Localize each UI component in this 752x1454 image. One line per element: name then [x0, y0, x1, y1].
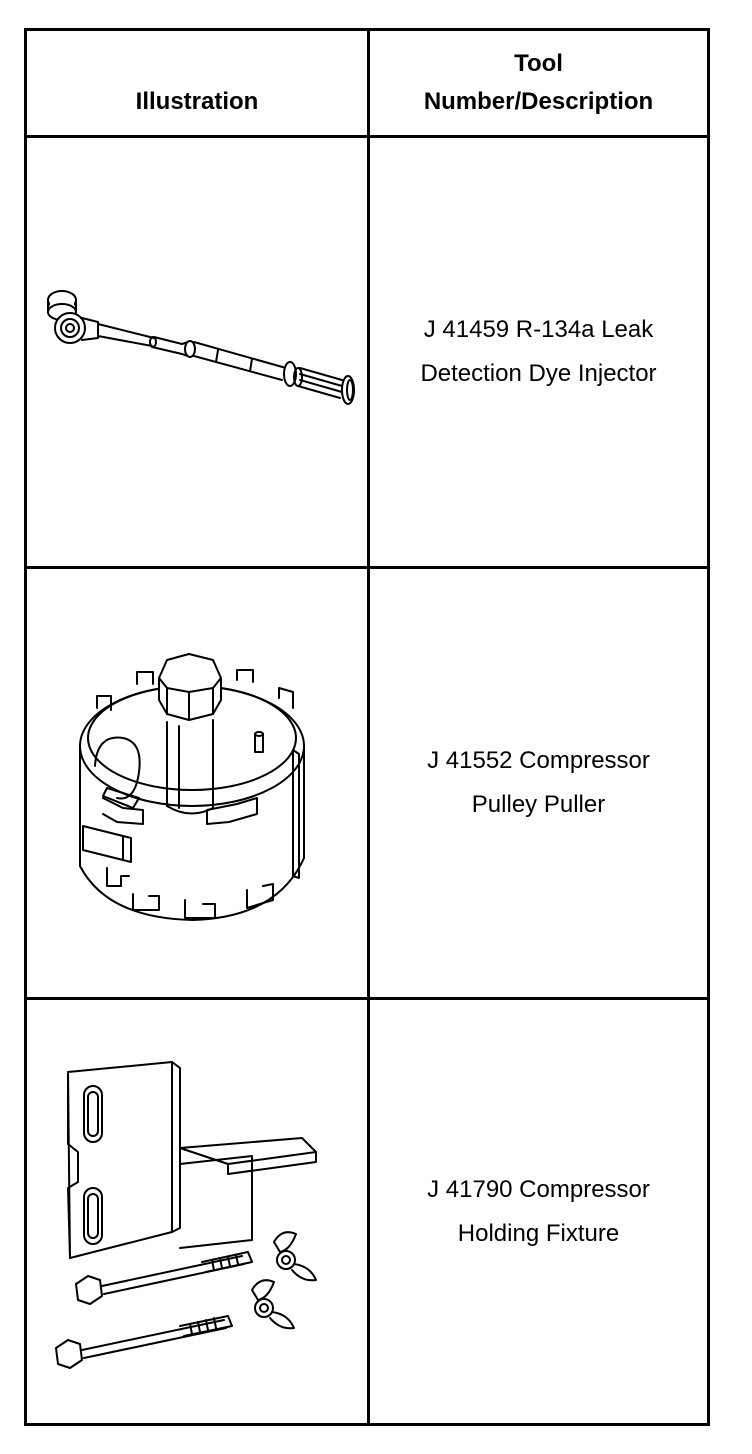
tool-description: J 41790 Compressor Holding Fixture: [427, 1175, 650, 1247]
leak-detection-dye-injector-drawing: [32, 282, 362, 422]
header-cell-tool-number: Tool Number/Description: [370, 31, 707, 135]
special-tools-table: Illustration Tool Number/Description: [24, 28, 710, 1426]
illustration-cell: [27, 569, 370, 997]
table-row: J 41459 R-134a Leak Detection Dye Inject…: [27, 135, 707, 566]
header-tool-number-label: Tool Number/Description: [423, 50, 654, 115]
table-header-row: Illustration Tool Number/Description: [27, 31, 707, 135]
description-cell: J 41790 Compressor Holding Fixture: [370, 1000, 707, 1423]
illustration-cell: [27, 138, 370, 566]
illustration-cell: [27, 1000, 370, 1423]
compressor-holding-fixture-drawing: [52, 1052, 342, 1372]
header-illustration-label: Illustration: [135, 88, 259, 115]
compressor-pulley-puller-drawing: [67, 638, 327, 928]
tool-description: J 41459 R-134a Leak Detection Dye Inject…: [420, 316, 657, 387]
description-cell: J 41552 Compressor Pulley Puller: [370, 569, 707, 997]
table-row: J 41552 Compressor Pulley Puller: [27, 566, 707, 997]
description-cell: J 41459 R-134a Leak Detection Dye Inject…: [370, 138, 707, 566]
table-row: J 41790 Compressor Holding Fixture: [27, 997, 707, 1423]
header-cell-illustration: Illustration: [27, 31, 370, 135]
tool-description: J 41552 Compressor Pulley Puller: [427, 747, 650, 818]
